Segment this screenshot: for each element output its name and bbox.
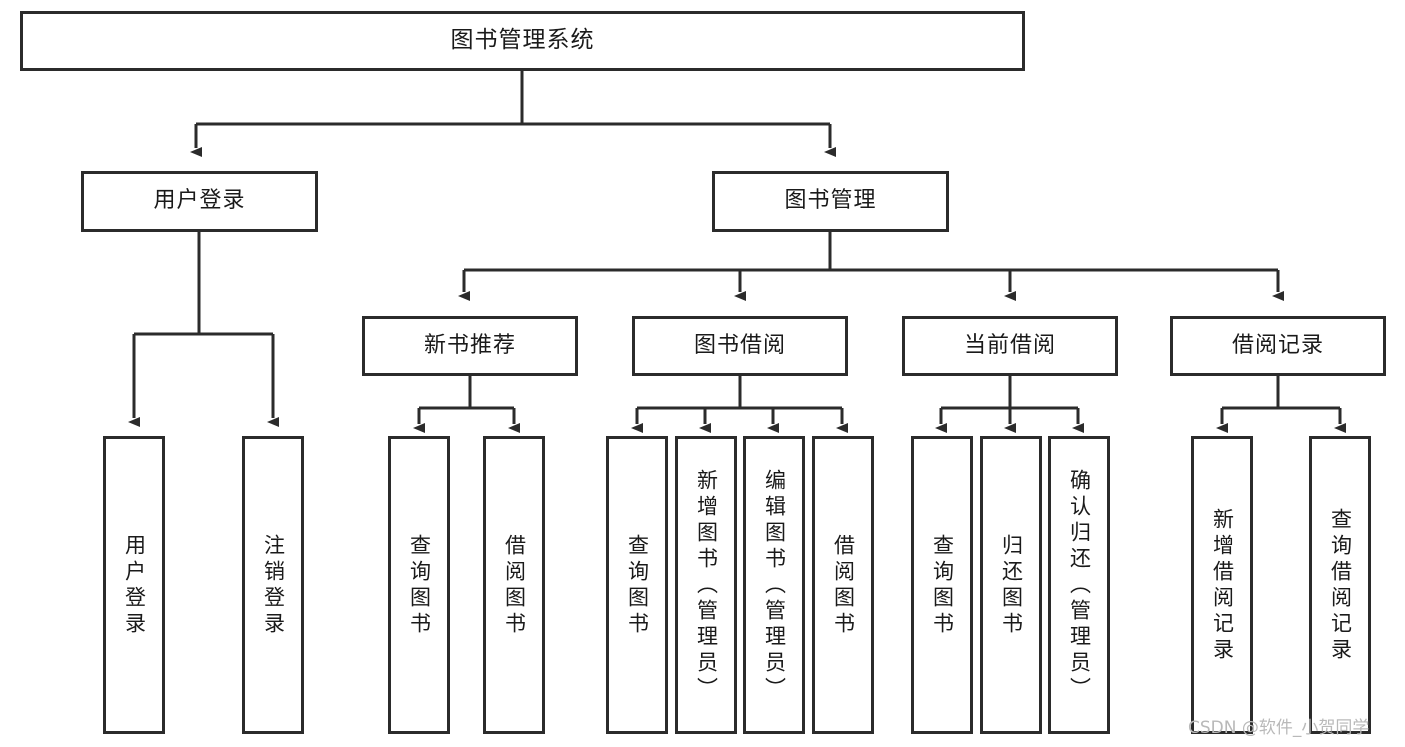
node-label: 新增借阅记录	[1210, 508, 1235, 664]
leaf-user-login-logout[interactable]: 注销登录	[242, 436, 304, 734]
node-label: 确认归还（管理员）	[1067, 469, 1092, 703]
leaf-records-query[interactable]: 查询借阅记录	[1309, 436, 1371, 734]
leaf-new-book-borrow[interactable]: 借阅图书	[483, 436, 545, 734]
node-label: 查询图书	[625, 534, 650, 638]
node-label: 查询借阅记录	[1328, 508, 1353, 664]
leaf-borrow-edit-book[interactable]: 编辑图书（管理员）	[743, 436, 805, 734]
node-label: 用户登录	[122, 534, 147, 638]
node-label: 借阅图书	[831, 534, 856, 638]
node-label: 图书管理	[784, 188, 877, 214]
node-user-login[interactable]: 用户登录	[81, 171, 318, 232]
node-new-book-recommend[interactable]: 新书推荐	[362, 316, 578, 376]
node-label: 查询图书	[407, 534, 432, 638]
leaf-current-return[interactable]: 归还图书	[980, 436, 1042, 734]
node-label: 图书管理系统	[450, 27, 595, 54]
node-book-management[interactable]: 图书管理	[712, 171, 949, 232]
node-label: 用户登录	[153, 188, 246, 214]
csdn-watermark: CSDN @软件_小贺同学	[1188, 718, 1370, 738]
node-label: 归还图书	[999, 534, 1024, 638]
leaf-user-login-login[interactable]: 用户登录	[103, 436, 165, 734]
node-root-system[interactable]: 图书管理系统	[20, 11, 1025, 71]
leaf-current-confirm-return[interactable]: 确认归还（管理员）	[1048, 436, 1110, 734]
node-label: 编辑图书（管理员）	[762, 469, 787, 703]
node-label: 新增图书（管理员）	[694, 469, 719, 703]
node-label: 借阅图书	[502, 534, 527, 638]
node-label: 查询图书	[930, 534, 955, 638]
node-current-borrow[interactable]: 当前借阅	[902, 316, 1118, 376]
node-label: 新书推荐	[423, 332, 516, 358]
node-book-borrow[interactable]: 图书借阅	[632, 316, 848, 376]
leaf-borrow-borrow-book[interactable]: 借阅图书	[812, 436, 874, 734]
node-label: 当前借阅	[963, 332, 1056, 358]
node-borrow-records[interactable]: 借阅记录	[1170, 316, 1386, 376]
leaf-records-add[interactable]: 新增借阅记录	[1191, 436, 1253, 734]
node-label: 借阅记录	[1231, 332, 1324, 358]
leaf-borrow-add-book[interactable]: 新增图书（管理员）	[675, 436, 737, 734]
node-label: 图书借阅	[693, 332, 786, 358]
leaf-borrow-query[interactable]: 查询图书	[606, 436, 668, 734]
node-label: 注销登录	[261, 534, 286, 638]
leaf-current-query[interactable]: 查询图书	[911, 436, 973, 734]
leaf-new-book-query[interactable]: 查询图书	[388, 436, 450, 734]
